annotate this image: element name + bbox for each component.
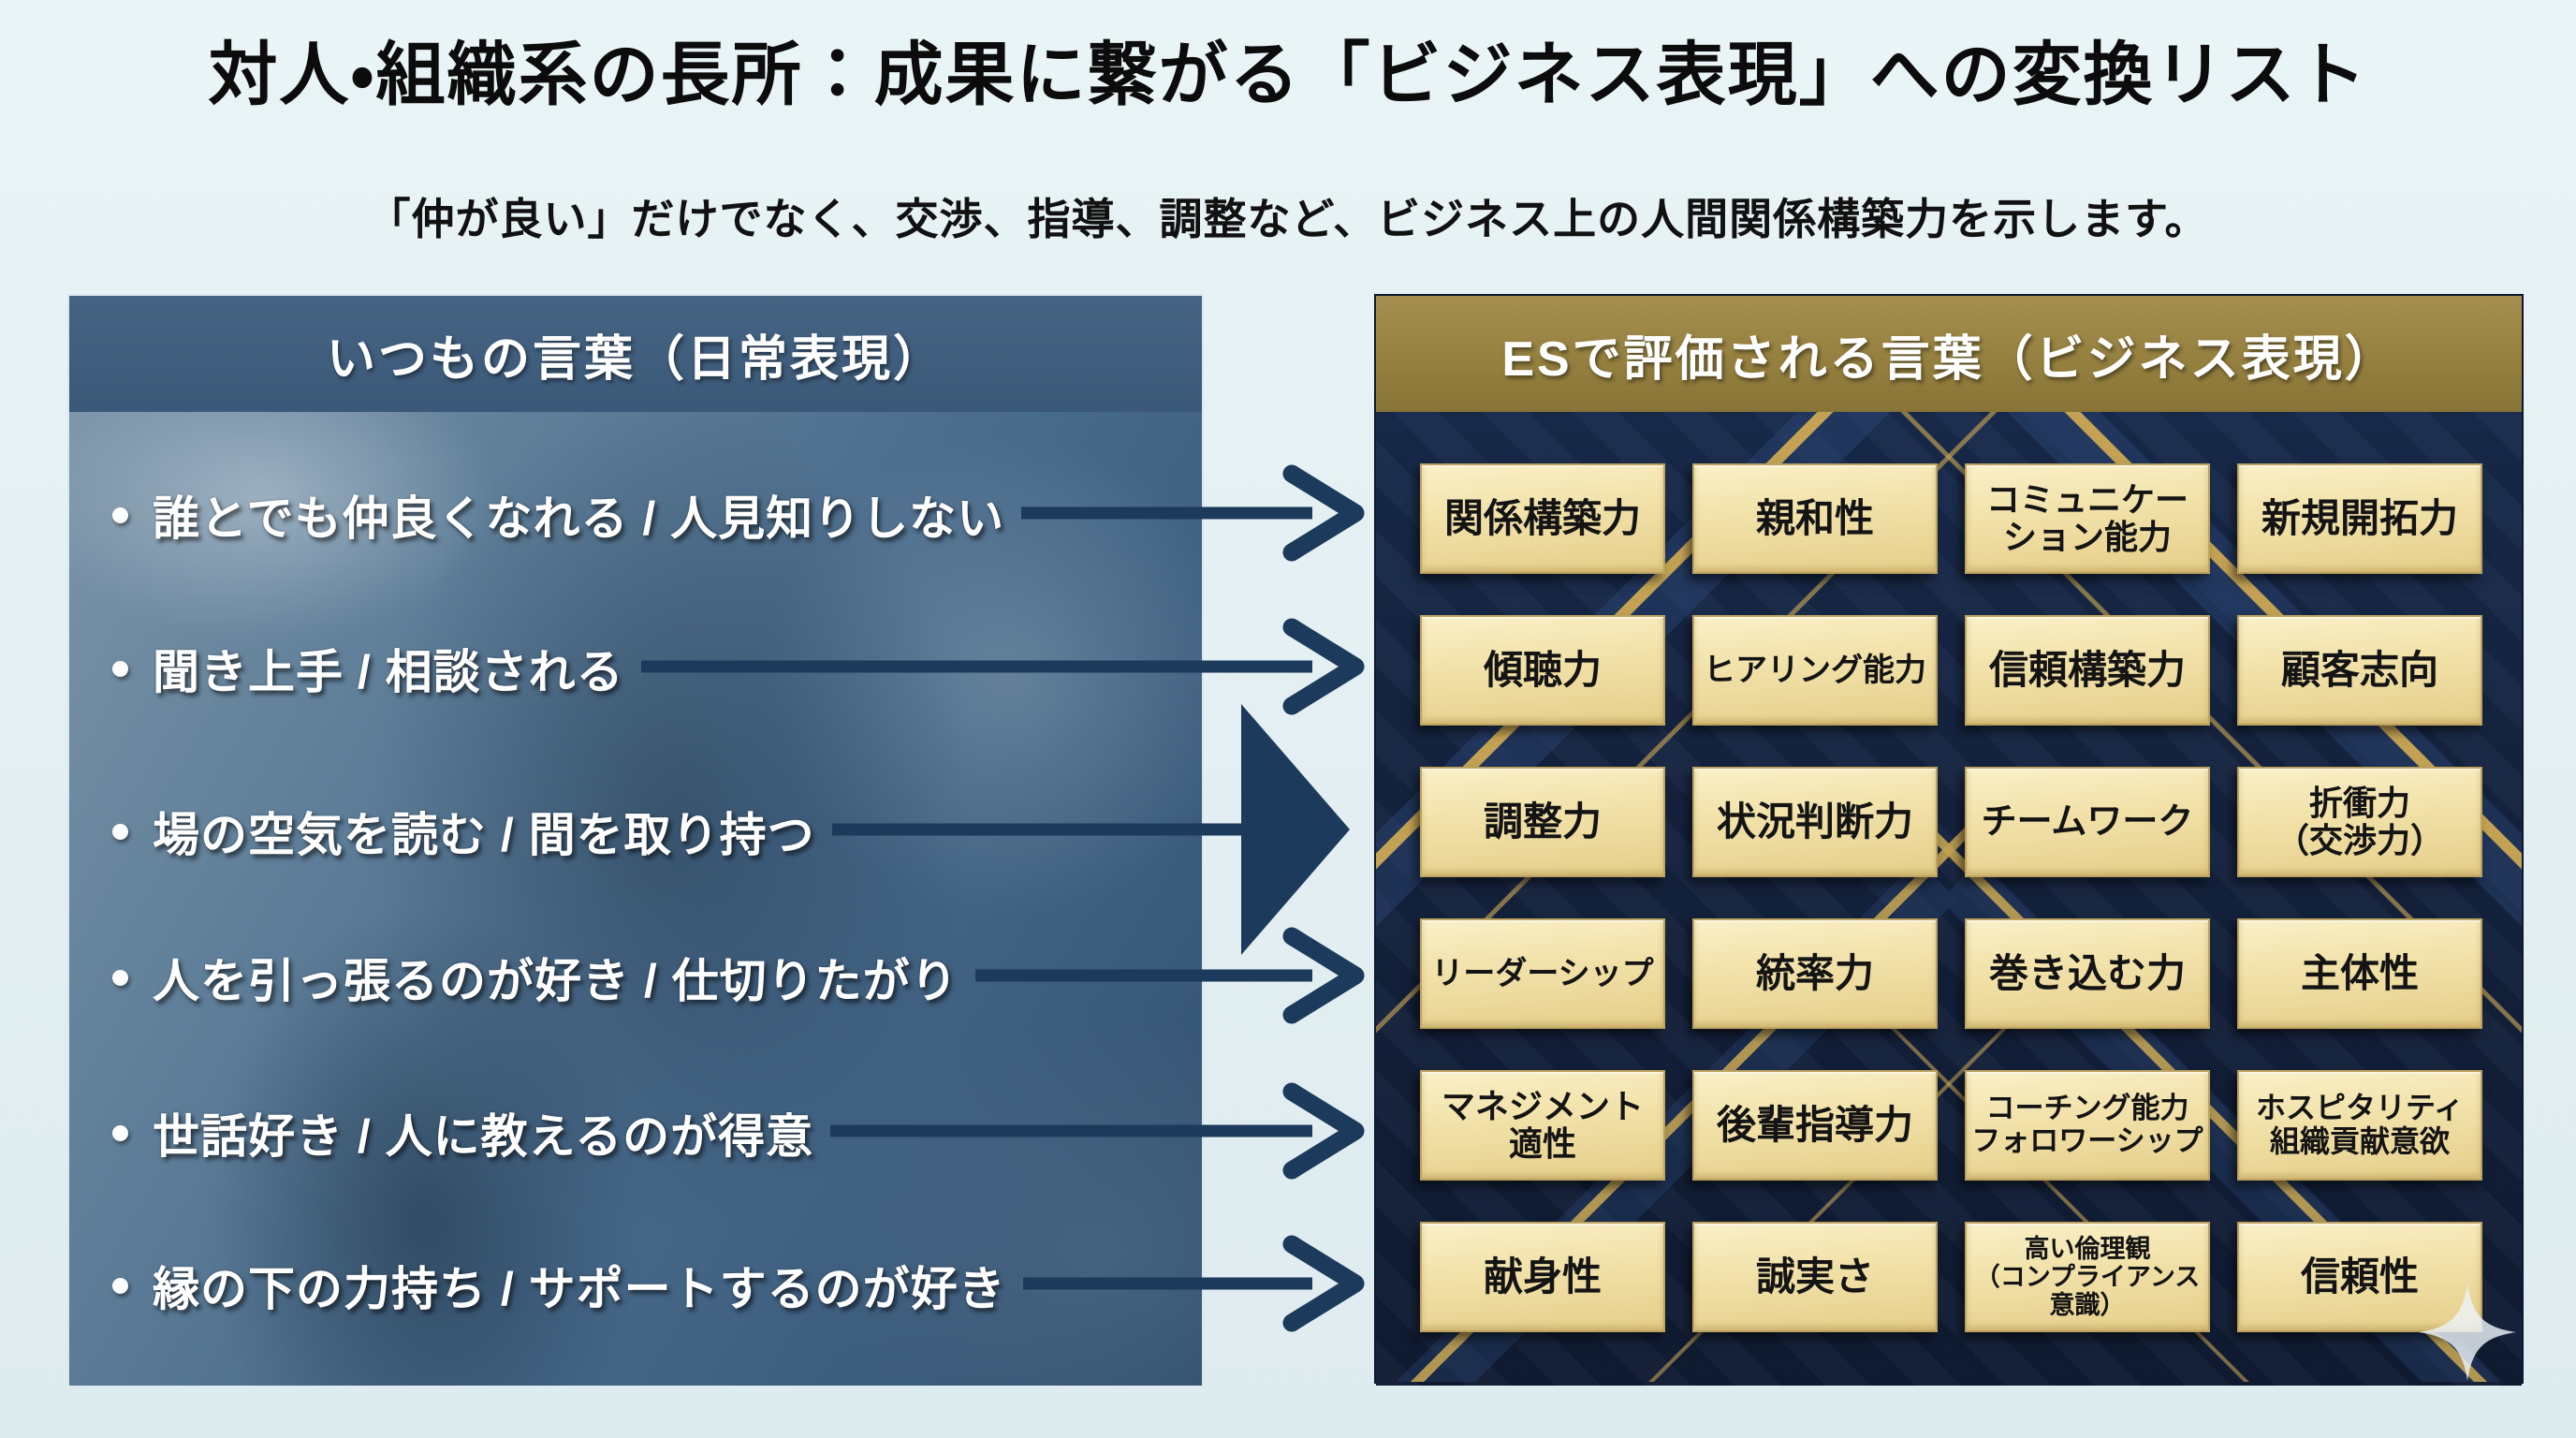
business-panel-header: ESで評価される言葉（ビジネス表現） — [1376, 296, 2522, 412]
bullet-icon — [112, 823, 128, 840]
page-title: 対人・組織系の長所：成果に繋がる「ビジネス表現」への変換リスト — [208, 36, 2368, 113]
daily-expression-text: 人を引っ張るのが好き / 仕切りたがり — [153, 955, 959, 1007]
business-term-badge: 誠実さ — [1692, 1222, 1938, 1332]
business-term-badge: 後輩指導力 — [1692, 1070, 1938, 1181]
business-term-badge: 関係構築力 — [1420, 463, 1665, 574]
daily-expression-text: 場の空気を読む / 間を取り持つ — [153, 809, 815, 861]
daily-expression-text: 聞き上手 / 相談される — [153, 646, 624, 698]
business-term-badge: 信頼構築力 — [1965, 615, 2210, 726]
business-term-badge: 親和性 — [1692, 463, 1938, 574]
daily-expression-item: 世話好き / 人に教えるのが得意 — [112, 1103, 813, 1163]
daily-expression-item: 聞き上手 / 相談される — [112, 638, 624, 698]
business-term-badge: 信頼性 — [2237, 1222, 2482, 1332]
sparkle-icon — [2419, 1284, 2516, 1381]
business-term-badge: ヒアリング能力 — [1692, 615, 1938, 726]
daily-expression-item: 縁の下の力持ち / サポートするのが好き — [112, 1255, 1006, 1315]
business-term-badge: ホスピタリティ 組織貢献意欲 — [2237, 1070, 2482, 1181]
business-term-badge: リーダーシップ — [1420, 918, 1665, 1029]
daily-expression-item: 誰とでも仲良くなれる / 人見知りしない — [112, 485, 1004, 545]
bullet-icon — [112, 660, 128, 677]
daily-expression-list: 誰とでも仲良くなれる / 人見知りしない聞き上手 / 相談される場の空気を読む … — [69, 412, 1202, 1386]
business-term-badge: 状況判断力 — [1692, 767, 1938, 877]
daily-expression-item: 場の空気を読む / 間を取り持つ — [112, 801, 815, 861]
business-term-badge: チームワーク — [1965, 767, 2210, 877]
business-term-badge: 巻き込む力 — [1965, 918, 2210, 1029]
business-term-badge: マネジメント 適性 — [1420, 1070, 1665, 1181]
business-term-badge: コーチング能力 フォロワーシップ — [1965, 1070, 2210, 1181]
business-term-badge: 折衝力 （交渉力） — [2237, 767, 2482, 877]
business-term-badge: コミュニケー ション能力 — [1965, 463, 2210, 574]
daily-expression-text: 誰とでも仲良くなれる / 人見知りしない — [153, 492, 1005, 545]
daily-panel-body: 誰とでも仲良くなれる / 人見知りしない聞き上手 / 相談される場の空気を読む … — [69, 412, 1202, 1386]
business-term-badge: 調整力 — [1420, 767, 1665, 877]
blurred-photo-background — [69, 412, 1202, 1386]
daily-expression-panel: いつもの言葉（日常表現） 誰とでも仲良くなれる / 人見知りしない聞き上手 / … — [67, 294, 1204, 1386]
business-term-badge: 新規開拓力 — [2237, 463, 2482, 574]
business-term-badge: 主体性 — [2237, 918, 2482, 1029]
business-term-badge: 顧客志向 — [2237, 615, 2482, 726]
bullet-icon — [112, 969, 128, 986]
bullet-icon — [112, 1124, 128, 1141]
business-term-badge: 傾聴力 — [1420, 615, 1665, 726]
bullet-icon — [112, 1277, 128, 1294]
business-panel-body: 関係構築力親和性コミュニケー ション能力新規開拓力傾聴力ヒアリング能力信頼構築力… — [1376, 412, 2522, 1386]
business-term-badge: 献身性 — [1420, 1222, 1665, 1332]
daily-expression-item: 人を引っ張るのが好き / 仕切りたがり — [112, 947, 959, 1007]
bullet-icon — [112, 506, 128, 523]
page-subtitle: 「仲が良い」だけでなく、交渉、指導、調整など、ビジネス上の人間関係構築力を示しま… — [367, 195, 2209, 243]
business-term-badge: 統率力 — [1692, 918, 1938, 1029]
daily-panel-header: いつもの言葉（日常表現） — [69, 296, 1202, 412]
daily-expression-text: 縁の下の力持ち / サポートするのが好き — [153, 1263, 1006, 1315]
business-term-badge: 高い倫理観 （コンプライアンス 意識） — [1965, 1222, 2210, 1332]
daily-expression-text: 世話好き / 人に教えるのが得意 — [153, 1110, 814, 1163]
business-expression-panel: ESで評価される言葉（ビジネス表現） — [1374, 294, 2524, 1386]
